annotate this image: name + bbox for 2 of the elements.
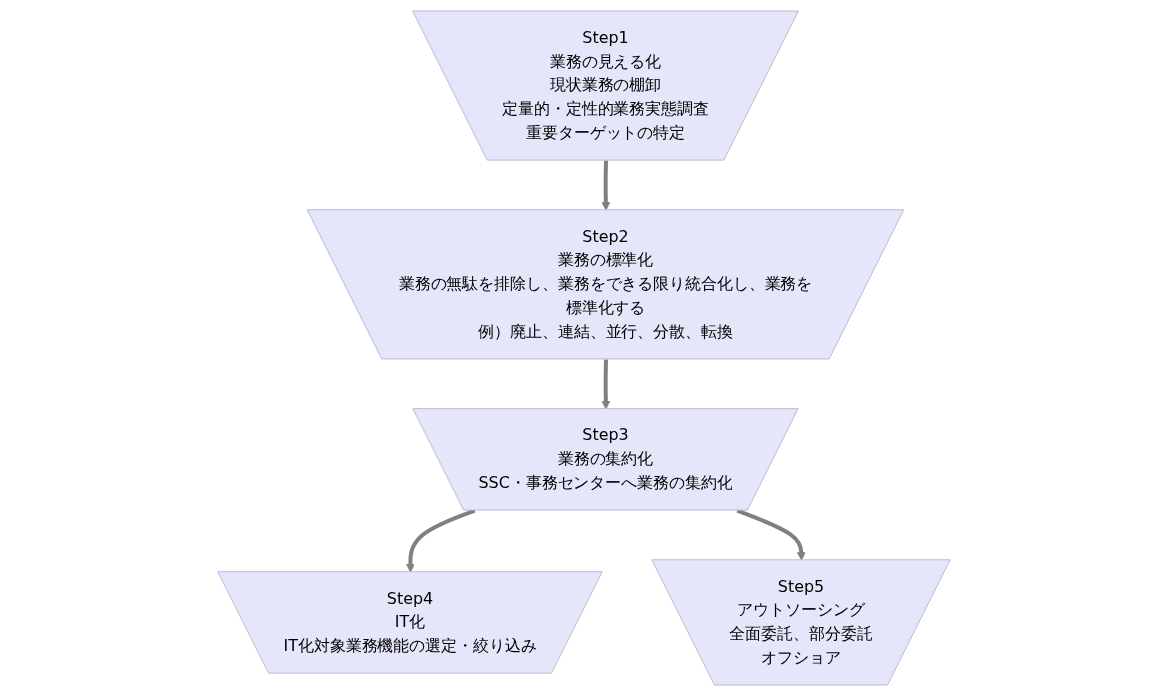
arrow [601, 359, 611, 410]
arrow [601, 160, 611, 211]
